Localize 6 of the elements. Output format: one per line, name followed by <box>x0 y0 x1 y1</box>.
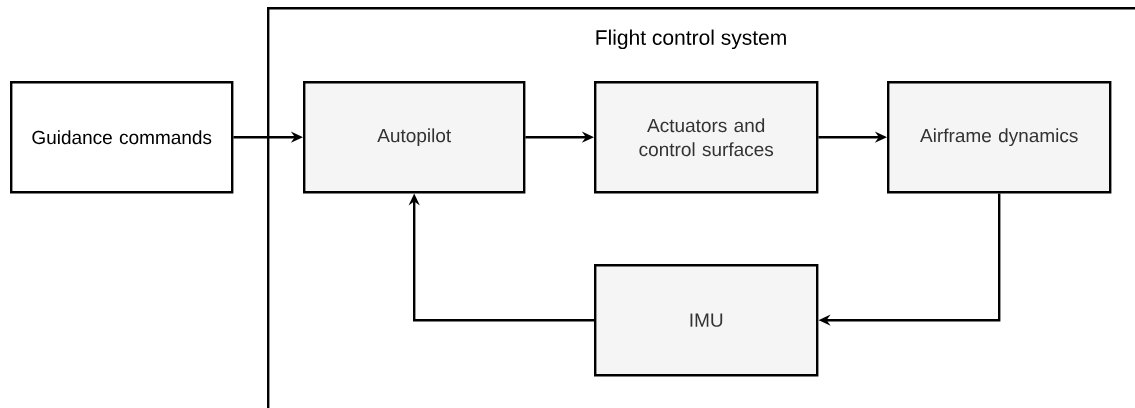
process-box: IMU <box>594 264 819 377</box>
process-box: Actuators and control surfaces <box>594 81 819 194</box>
process-box: Guidance commands <box>10 81 234 194</box>
group-title: Flight control system <box>596 29 786 50</box>
process-box: Airframe dynamics <box>887 81 1112 194</box>
process-box: Autopilot <box>303 81 526 194</box>
